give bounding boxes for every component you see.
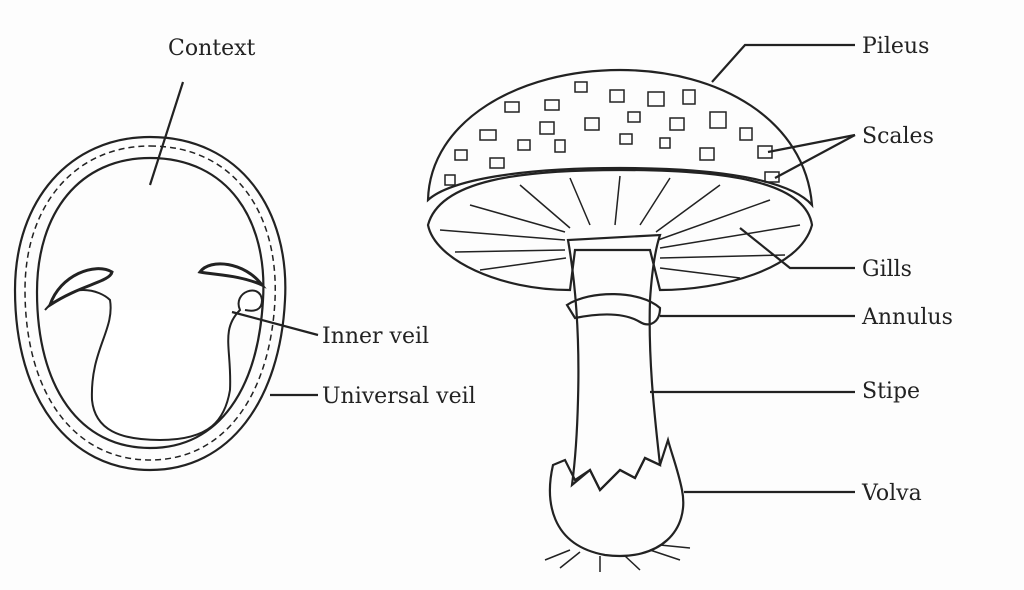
stipe (566, 233, 662, 492)
gills-leader-line (739, 227, 855, 270)
label-stipe: Stipe (862, 379, 920, 404)
gill-cavity-left (47, 267, 114, 309)
roots (544, 544, 691, 572)
cap-scales (444, 81, 780, 186)
pileus-leader-line (711, 43, 855, 83)
label-volva: Volva (861, 481, 922, 506)
gill-cavity-right (197, 262, 267, 289)
label-scales: Scales (862, 124, 934, 149)
label-pileus: Pileus (862, 34, 929, 59)
stipe-primordium (44, 289, 264, 442)
scales-leader-line-2 (774, 134, 856, 179)
button-stage-section: Context Inner veil Universal veil (13, 36, 476, 472)
universal-veil-inner (24, 145, 276, 461)
pileus-cap (426, 68, 814, 209)
annulus (565, 293, 662, 326)
gills-underside (426, 168, 814, 292)
label-universal-veil: Universal veil (322, 384, 476, 409)
scales-leader-line-1 (767, 133, 856, 154)
volva (548, 436, 685, 558)
mature-mushroom: Pileus Scales Gills Annulus Stipe Volva (426, 34, 953, 572)
label-inner-veil: Inner veil (322, 324, 429, 349)
inner-veil-leader-line (231, 310, 319, 337)
context-hatched-region (35, 156, 265, 450)
label-annulus: Annulus (861, 305, 953, 330)
universal-veil-outer (13, 135, 287, 472)
label-context: Context (168, 36, 256, 61)
gill-lines (439, 175, 801, 279)
context-leader-line (148, 81, 185, 186)
label-gills: Gills (862, 257, 912, 282)
